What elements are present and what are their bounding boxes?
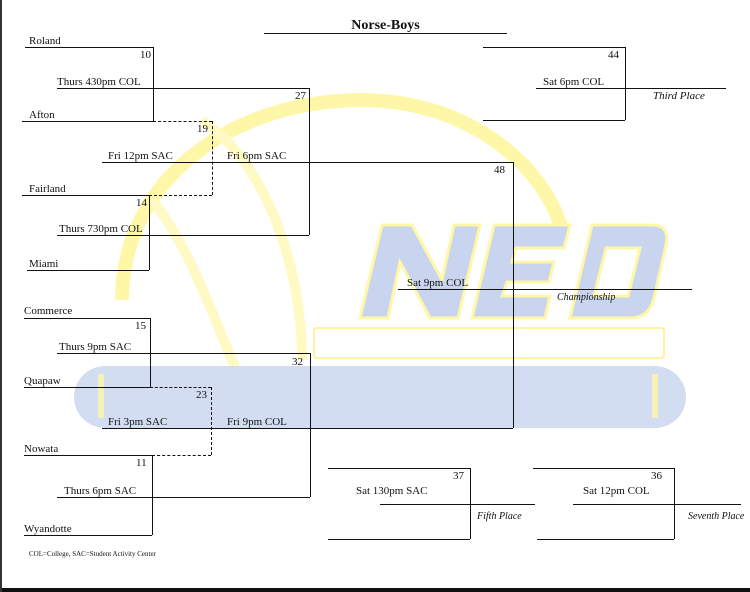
line xyxy=(24,387,150,388)
line xyxy=(57,497,310,498)
line xyxy=(25,47,153,48)
consolation-line xyxy=(152,455,211,456)
line xyxy=(22,195,149,196)
line xyxy=(57,235,309,236)
line xyxy=(674,468,675,539)
game-number: 36 xyxy=(651,470,662,482)
bottom-border xyxy=(2,588,750,592)
game-number: 48 xyxy=(494,164,505,176)
team-name: Miami xyxy=(29,258,59,270)
game-number: 44 xyxy=(608,49,619,61)
game-time: Fri 12pm SAC xyxy=(108,150,173,162)
team-name: Roland xyxy=(29,35,61,47)
team-name: Nowata xyxy=(24,443,59,455)
game-time: Sat 130pm SAC xyxy=(356,485,428,497)
consolation-line xyxy=(153,121,212,122)
game-time: Sat 9pm COL xyxy=(407,277,469,289)
line xyxy=(24,318,150,319)
line xyxy=(27,270,149,271)
line xyxy=(625,47,626,120)
game-time: Thurs 430pm COL xyxy=(57,76,141,88)
game-number: 11 xyxy=(136,457,147,469)
line xyxy=(310,353,311,497)
team-name: Commerce xyxy=(24,305,73,317)
line xyxy=(328,539,470,540)
line xyxy=(483,120,625,121)
logo-banner-stripes xyxy=(98,374,658,418)
place-label: Seventh Place xyxy=(688,511,745,522)
place-label: Third Place xyxy=(653,90,705,102)
logo-banner xyxy=(74,366,686,428)
game-time: Fri 3pm SAC xyxy=(108,416,168,428)
team-name: Quapaw xyxy=(24,375,61,387)
line xyxy=(102,162,513,163)
game-number: 15 xyxy=(135,320,146,332)
line xyxy=(470,468,471,539)
consolation-line xyxy=(211,387,212,455)
game-time: Thurs 730pm COL xyxy=(59,223,143,235)
game-number: 10 xyxy=(140,49,151,61)
line xyxy=(22,121,153,122)
game-number: 37 xyxy=(453,470,464,482)
line xyxy=(152,455,153,535)
game-time: Fri 6pm SAC xyxy=(227,150,287,162)
consolation-line xyxy=(149,195,212,196)
line xyxy=(57,353,310,354)
line xyxy=(537,539,674,540)
game-number: 14 xyxy=(136,197,147,209)
game-time: Sat 12pm COL xyxy=(583,485,650,497)
team-name: Wyandotte xyxy=(24,523,72,535)
line xyxy=(533,468,674,469)
line xyxy=(102,428,513,429)
team-name: Fairland xyxy=(29,183,66,195)
place-label: Fifth Place xyxy=(477,511,522,522)
game-number: 32 xyxy=(292,356,303,368)
place-label: Championship xyxy=(557,292,616,303)
line xyxy=(153,47,154,121)
logo-neo-shape xyxy=(358,223,669,320)
consolation-line xyxy=(150,387,211,388)
game-number: 27 xyxy=(295,90,306,102)
logo-high-school-shape xyxy=(313,327,665,359)
game-time: Thurs 9pm SAC xyxy=(59,341,132,353)
line xyxy=(309,88,310,235)
game-number: 19 xyxy=(197,123,208,135)
logo-arc xyxy=(115,92,569,301)
line xyxy=(398,289,692,290)
game-time: Fri 9pm COL xyxy=(227,416,287,428)
page-title: Norse-Boys xyxy=(351,18,420,33)
line xyxy=(380,504,535,505)
line xyxy=(513,162,514,428)
line xyxy=(573,504,741,505)
line xyxy=(57,88,309,89)
line xyxy=(328,468,470,469)
legend-footnote: COL=College, SAC=Student Activity Center xyxy=(29,550,156,558)
line xyxy=(24,535,152,536)
game-time: Thurs 6pm SAC xyxy=(64,485,137,497)
line xyxy=(149,195,150,270)
team-name: Afton xyxy=(29,109,55,121)
game-time: Sat 6pm COL xyxy=(543,76,605,88)
line xyxy=(150,318,151,387)
title-underline xyxy=(264,33,507,34)
logo-arc xyxy=(199,115,307,361)
consolation-line xyxy=(212,121,213,195)
line xyxy=(536,88,726,89)
game-number: 23 xyxy=(196,389,207,401)
line xyxy=(24,455,152,456)
line xyxy=(483,47,625,48)
